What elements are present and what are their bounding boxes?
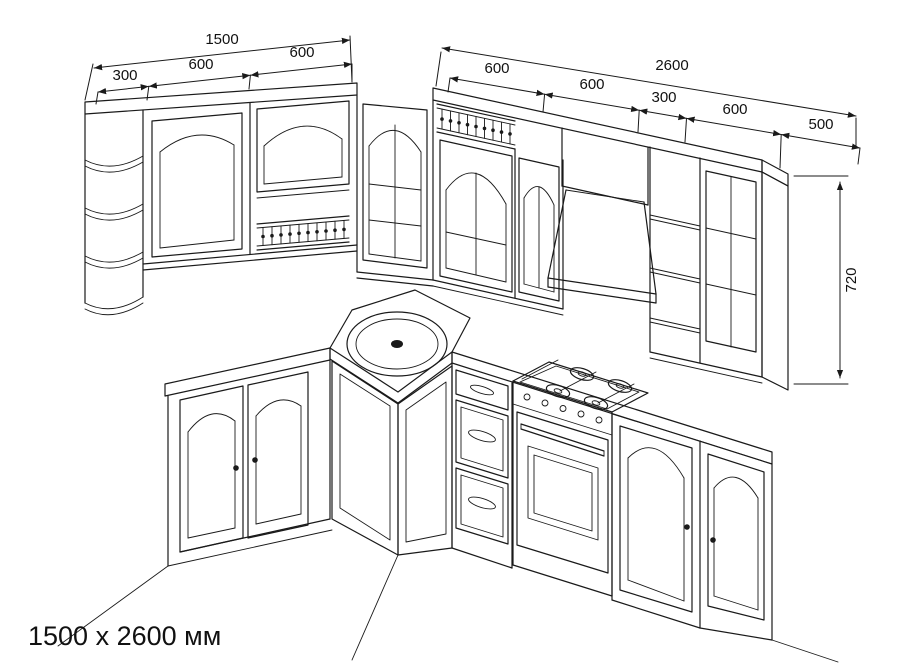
wall-cabinet-arched-glass-1 (439, 139, 513, 293)
drawer-handle (468, 496, 496, 510)
corner-countertop-back (329, 289, 471, 353)
base-corner-sink (329, 289, 471, 556)
floor-lines (57, 554, 839, 663)
size-caption: 1500 x 2600 мм (28, 621, 221, 651)
round-sink (346, 311, 448, 377)
corner-base-cabinet (331, 360, 453, 556)
dim-right-seg-600c-label: 600 (722, 101, 747, 118)
dim-right-seg-500-label: 500 (808, 116, 833, 133)
burner (583, 396, 609, 410)
dimension-left-run: 1500 300 600 600 (84, 31, 353, 105)
cooktop (512, 361, 649, 413)
burner (607, 379, 633, 393)
cornice-right (432, 87, 763, 173)
upper-cabinets-right-run (432, 87, 789, 391)
dim-left-seg-600a-label: 600 (188, 56, 213, 73)
cornice-right-end (761, 159, 789, 187)
open-corner-shelf-unit (84, 109, 144, 316)
dim-right-total-label: 2600 (655, 57, 688, 74)
dim-right-seg-600a-label: 600 (484, 60, 509, 77)
door-knob (233, 465, 239, 471)
base-door-left-b (247, 371, 309, 539)
dim-right-seg-300-label: 300 (651, 89, 676, 106)
oven-door (516, 411, 609, 574)
door-knob (710, 537, 716, 543)
base-door-left-a (179, 385, 244, 553)
stove-knob (523, 393, 531, 401)
door-knob (252, 457, 258, 463)
sink-drain (391, 340, 403, 348)
drawer-handle (470, 384, 494, 396)
balustrade-right (436, 103, 516, 150)
upper-cabinets-left-run (84, 82, 434, 316)
wall-cabinet-arched-glass-2 (432, 148, 564, 316)
dim-left-total-label: 1500 (205, 31, 238, 48)
door-knob (684, 524, 690, 530)
base-cabinets-right-run (451, 351, 773, 641)
stove-knob (577, 410, 585, 418)
base-cabinets-left-run (164, 347, 333, 567)
drawer-unit (451, 363, 513, 569)
dim-left-seg-300-label: 300 (112, 67, 137, 84)
balustrade-left (256, 215, 350, 251)
dim-height-label: 720 (843, 267, 860, 292)
cornice-left (84, 82, 358, 115)
dim-left-seg-600b-label: 600 (289, 44, 314, 61)
dimension-height: 720 (793, 175, 860, 385)
burner (545, 384, 571, 398)
dim-right-seg-600b-label: 600 (579, 76, 604, 93)
stove-knob (595, 416, 603, 424)
stove-knob (559, 405, 567, 412)
range-hood (547, 127, 657, 304)
oven-window (527, 445, 599, 541)
wall-shelf-unit-right (649, 146, 789, 391)
base-cabinet-right-end (611, 413, 773, 641)
drawer-handle (468, 429, 496, 443)
wall-cabinet-left (142, 100, 358, 271)
stove-knob (541, 399, 549, 407)
burner (569, 367, 595, 381)
corner-glass-cabinet (356, 94, 434, 287)
dimension-right-run: 2600 600 600 300 600 500 (435, 46, 861, 169)
